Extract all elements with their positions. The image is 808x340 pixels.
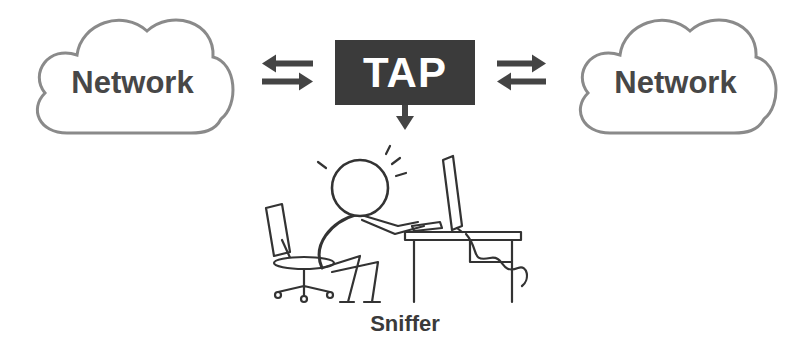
tap-box: TAP xyxy=(335,40,475,105)
network-cloud: Network xyxy=(568,5,783,140)
chair-wheel xyxy=(301,296,307,302)
torso xyxy=(319,214,358,268)
node-label: Network xyxy=(25,65,240,101)
arrow-shaft xyxy=(508,79,546,85)
office-chair xyxy=(266,204,334,302)
feet xyxy=(340,301,380,303)
network-cloud: Network xyxy=(25,5,240,140)
chair-wheel xyxy=(327,292,333,298)
motion-lines xyxy=(318,146,406,176)
cable xyxy=(466,234,527,286)
arrow-shaft xyxy=(402,105,408,119)
arrow-head xyxy=(497,73,511,91)
sniffer-node: Sniffer xyxy=(290,128,520,340)
monitor-stand xyxy=(448,228,468,232)
arrow-shaft xyxy=(497,61,535,67)
arrow-shaft xyxy=(262,79,302,85)
legs xyxy=(322,256,378,302)
node-label: Sniffer xyxy=(290,311,520,337)
arrow-head xyxy=(532,55,546,73)
arrow-head xyxy=(262,55,276,73)
arrow-shaft xyxy=(273,61,313,67)
connector-arrow xyxy=(262,55,313,91)
arrow-head xyxy=(299,73,313,91)
head xyxy=(332,160,388,216)
person xyxy=(318,146,424,302)
monitor xyxy=(443,156,462,230)
connector-arrow xyxy=(396,105,414,130)
arrow-head xyxy=(396,116,414,130)
node-label: Network xyxy=(568,65,783,101)
arms xyxy=(358,214,424,234)
node-label: TAP xyxy=(363,49,447,97)
desk-top xyxy=(405,232,521,240)
computer xyxy=(412,156,527,286)
connector-arrow xyxy=(497,55,546,91)
chair-base xyxy=(278,269,330,296)
desk-legs xyxy=(414,240,512,302)
chair-wheel xyxy=(275,292,281,298)
